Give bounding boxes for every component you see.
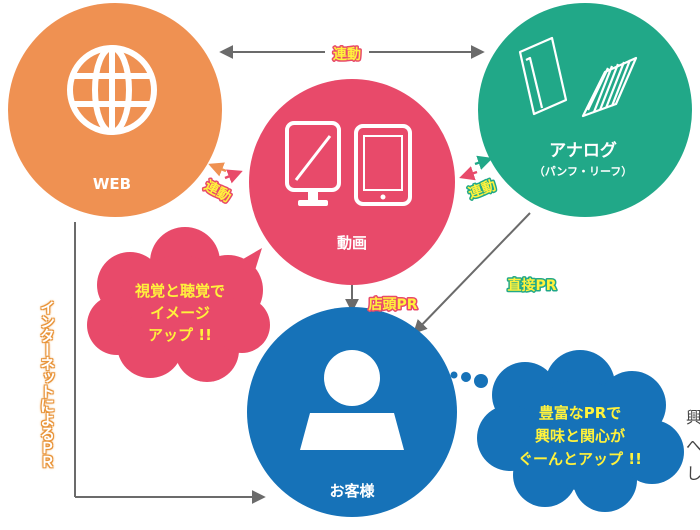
thought-dots: [450, 371, 488, 388]
bubble-right-line-1: 豊富なPRで: [539, 404, 622, 422]
bubble-left: 視覚と聴覚で イメージ アップ !!: [87, 227, 270, 382]
node-customer-label: お客様: [329, 482, 375, 500]
bubble-left-line-1: 視覚と聴覚で: [134, 282, 225, 300]
label-web-analog-text: 連動: [333, 46, 361, 63]
arrow-video-analog-green: [474, 155, 493, 170]
arrow-analog-customer: [413, 212, 531, 335]
arrow-web-video-orange: [208, 162, 227, 177]
bubble-left-line-3: アップ !!: [148, 326, 212, 344]
person-icon: [300, 350, 404, 450]
edge-fragment-1: 興: [686, 408, 700, 427]
label-web-customer: インターネットによるＰＲ: [38, 300, 56, 468]
label-web-analog: 連動: [325, 43, 369, 65]
node-analog: アナログ （パンフ・リーフ）: [478, 3, 692, 217]
node-analog-sublabel: （パンフ・リーフ）: [534, 165, 633, 178]
label-video-customer: 店頭PR: [368, 296, 417, 313]
arrow-video-analog-pink: [459, 166, 478, 181]
label-web-video: 連動: [201, 177, 234, 206]
label-analog-customer: 直接PR: [507, 277, 556, 294]
node-customer: お客様: [247, 307, 457, 517]
globe-icon: [67, 45, 157, 135]
edge-fragment-2: へ: [686, 436, 700, 455]
node-web-label: WEB: [93, 175, 131, 193]
bubble-right-line-3: ぐーんとアップ !!: [518, 450, 642, 468]
node-analog-label: アナログ: [549, 140, 617, 161]
node-web: WEB: [8, 3, 222, 217]
bubble-right-line-2: 興味と関心が: [535, 427, 626, 445]
label-video-analog: 連動: [466, 177, 498, 203]
brochure-icon: [518, 36, 638, 118]
screens-icon: [285, 121, 412, 206]
edge-fragment-3: し: [686, 464, 700, 483]
bubble-left-line-2: イメージ: [150, 304, 210, 322]
node-video: 動画: [249, 79, 455, 285]
arrow-web-video-pink: [224, 169, 243, 184]
bubble-right: 豊富なPRで 興味と関心が ぐーんとアップ !!: [450, 350, 684, 512]
node-video-label: 動画: [337, 234, 367, 252]
